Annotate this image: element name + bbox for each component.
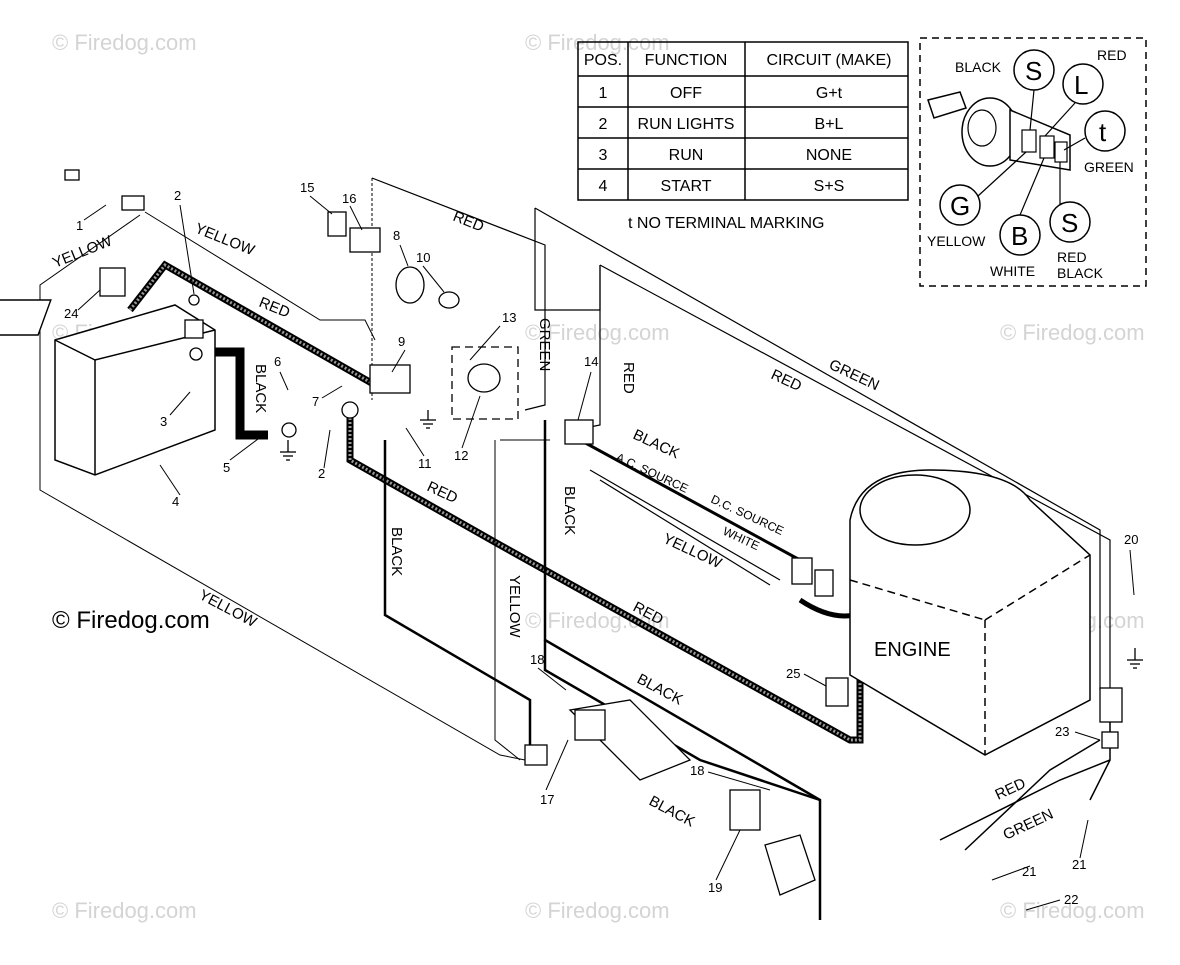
watermark-text: © Firedog.com <box>1000 898 1145 923</box>
table-cell: 3 <box>599 147 608 164</box>
part-number: 9 <box>398 334 405 349</box>
part-number: 8 <box>393 228 400 243</box>
part-number: 11 <box>418 456 432 471</box>
terminal-s2: S <box>1061 208 1078 238</box>
part-number: 16 <box>342 191 356 206</box>
part-number: 1 <box>76 218 83 233</box>
wire-label: YELLOW <box>193 220 258 259</box>
wire-label: GREEN <box>1001 806 1057 844</box>
table-cell: OFF <box>670 85 702 102</box>
terminal-t: t <box>1099 117 1107 147</box>
table-cell: B+L <box>815 116 844 133</box>
table-note: t NO TERMINAL MARKING <box>628 215 824 232</box>
switch-label: BLACK <box>955 59 1002 75</box>
part-number: 4 <box>172 494 179 509</box>
wire-label: BLACK <box>388 527 405 576</box>
watermark-text: © Firedog.com <box>525 898 670 923</box>
wire-label: GREEN <box>536 318 553 371</box>
components <box>64 169 1123 896</box>
table-cell: RUN <box>669 147 704 164</box>
wire-label: RED <box>993 775 1029 804</box>
wire-label: YELLOW <box>506 575 523 638</box>
watermark-text: © Firedog.com <box>1000 320 1145 345</box>
part-number: 23 <box>1055 724 1069 739</box>
part-number: 14 <box>584 354 598 369</box>
part-number: 2 <box>318 466 325 481</box>
switch-label: RED <box>1057 249 1087 265</box>
wire-label: BLACK <box>646 793 697 831</box>
part-number: 21 <box>1072 857 1086 872</box>
table-cell: S+S <box>814 178 845 195</box>
part-number: 10 <box>416 250 430 265</box>
circuit-table-text: POS. FUNCTION CIRCUIT (MAKE) 1 OFF G+t 2… <box>584 52 892 195</box>
table-header: FUNCTION <box>645 52 728 69</box>
wire-label: RED <box>768 366 804 395</box>
engine-label: ENGINE <box>874 639 951 661</box>
part-number: 13 <box>502 310 516 325</box>
watermarks: © Firedog.com © Firedog.com © Firedog.co… <box>52 30 1145 923</box>
switch-label: BLACK <box>1057 265 1104 281</box>
battery <box>0 299 216 476</box>
watermark-text: © Firedog.com <box>525 320 670 345</box>
part-number: 3 <box>160 414 167 429</box>
table-cell: 4 <box>599 178 608 195</box>
watermark-text: © Firedog.com <box>52 898 197 923</box>
switch-label: YELLOW <box>927 233 986 249</box>
part-number: 7 <box>312 394 319 409</box>
wire-label: RED <box>451 208 487 236</box>
part-number: 18 <box>530 652 544 667</box>
switch-detail: S L t G B S BLACK RED GREEN YELLOW WHITE… <box>919 37 1147 287</box>
table-cell: 1 <box>599 85 608 102</box>
switch-label: RED <box>1097 47 1127 63</box>
part-number: 24 <box>64 306 78 321</box>
wire-label: BLACK <box>630 426 682 462</box>
watermark-dark: © Firedog.com <box>52 607 210 634</box>
part-number: 5 <box>223 460 230 475</box>
switch-label: WHITE <box>990 263 1035 279</box>
wire-label: RED <box>620 362 637 394</box>
callout-leaders <box>77 195 1135 911</box>
part-number: 25 <box>786 666 800 681</box>
wire-label: YELLOW <box>50 232 115 271</box>
table-cell: NONE <box>806 147 852 164</box>
part-number: 6 <box>274 354 281 369</box>
terminal-b: B <box>1011 221 1028 251</box>
table-cell: START <box>661 178 712 195</box>
terminal-s: S <box>1025 56 1042 86</box>
wire-label: BLACK <box>252 364 269 413</box>
part-number: 15 <box>300 180 314 195</box>
part-number: 17 <box>540 792 554 807</box>
table-header: POS. <box>584 52 622 69</box>
wire-label: BLACK <box>561 486 578 535</box>
watermark-text: © Firedog.com <box>52 30 197 55</box>
table-cell: 2 <box>599 116 608 133</box>
wire-label: GREEN <box>826 356 882 394</box>
table-cell: RUN LIGHTS <box>638 116 735 133</box>
part-number: 22 <box>1064 892 1078 907</box>
part-number: 12 <box>454 448 468 463</box>
wire-label: BLACK <box>634 671 685 709</box>
ground-symbols <box>280 410 1143 669</box>
part-number: 19 <box>708 880 722 895</box>
table-cell: G+t <box>816 85 843 102</box>
wire-label: A.C. SOURCE <box>614 450 691 496</box>
part-number: 20 <box>1124 532 1138 547</box>
terminal-l: L <box>1074 70 1088 100</box>
part-number: 2 <box>174 188 181 203</box>
circuit-table <box>577 41 909 201</box>
engine <box>849 469 1091 756</box>
table-header: CIRCUIT (MAKE) <box>766 52 891 69</box>
switch-label: GREEN <box>1084 159 1134 175</box>
wires <box>39 177 1111 920</box>
terminal-g: G <box>950 191 970 221</box>
part-number: 18 <box>690 763 704 778</box>
